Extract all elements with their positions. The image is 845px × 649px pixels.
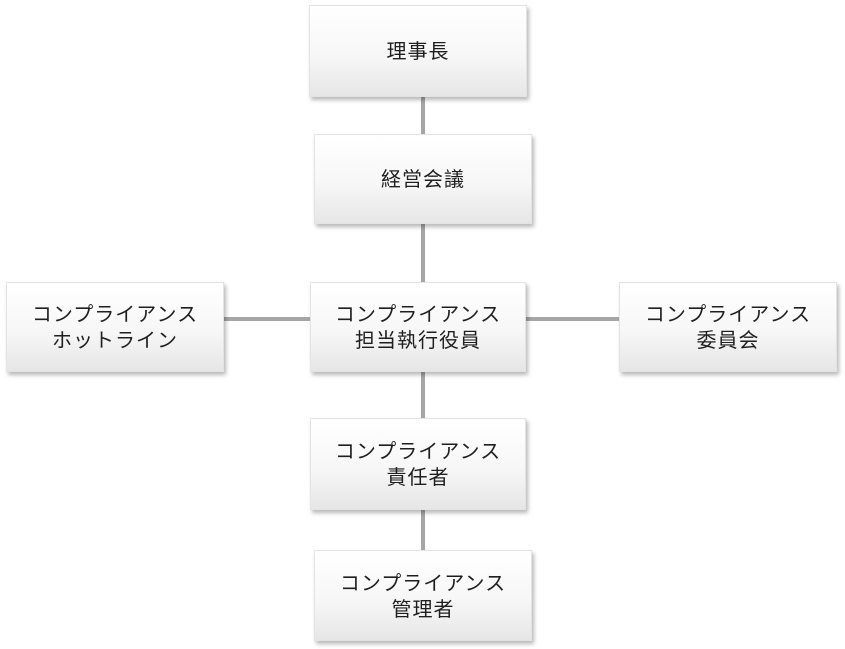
- connector-officer-manager: [421, 372, 425, 418]
- compliance-administrator-line1: コンプライアンス: [339, 570, 507, 595]
- compliance-manager-line1: コンプライアンス: [334, 439, 502, 463]
- management-council-box: 経営会議: [314, 134, 532, 224]
- compliance-hotline-box: コンプライアンス ホットライン: [6, 282, 224, 372]
- chairman-box: 理事長: [309, 5, 527, 97]
- compliance-administrator-line2: 管理者: [391, 596, 455, 621]
- connector-officer-committee: [526, 317, 619, 321]
- compliance-administrator-box: コンプライアンス 管理者: [314, 550, 532, 641]
- compliance-manager-line2: 責任者: [386, 465, 450, 489]
- compliance-committee-line1: コンプライアンス: [644, 302, 812, 326]
- management-council-label: 経営会議: [381, 167, 465, 191]
- connector-hotline-officer: [224, 317, 310, 321]
- compliance-manager-box: コンプライアンス 責任者: [310, 418, 526, 510]
- chief-compliance-officer-box: コンプライアンス 担当執行役員: [310, 282, 526, 372]
- connector-manager-administrator: [421, 510, 425, 550]
- connector-chairman-council: [421, 97, 425, 134]
- compliance-committee-box: コンプライアンス 委員会: [619, 282, 837, 372]
- connector-council-officer: [421, 224, 425, 282]
- compliance-hotline-line1: コンプライアンス: [31, 302, 199, 326]
- compliance-hotline-line2: ホットライン: [51, 328, 178, 352]
- chairman-label: 理事長: [386, 39, 450, 63]
- chief-compliance-officer-line1: コンプライアンス: [334, 302, 502, 326]
- chief-compliance-officer-line2: 担当執行役員: [354, 328, 481, 352]
- compliance-committee-line2: 委員会: [696, 328, 760, 352]
